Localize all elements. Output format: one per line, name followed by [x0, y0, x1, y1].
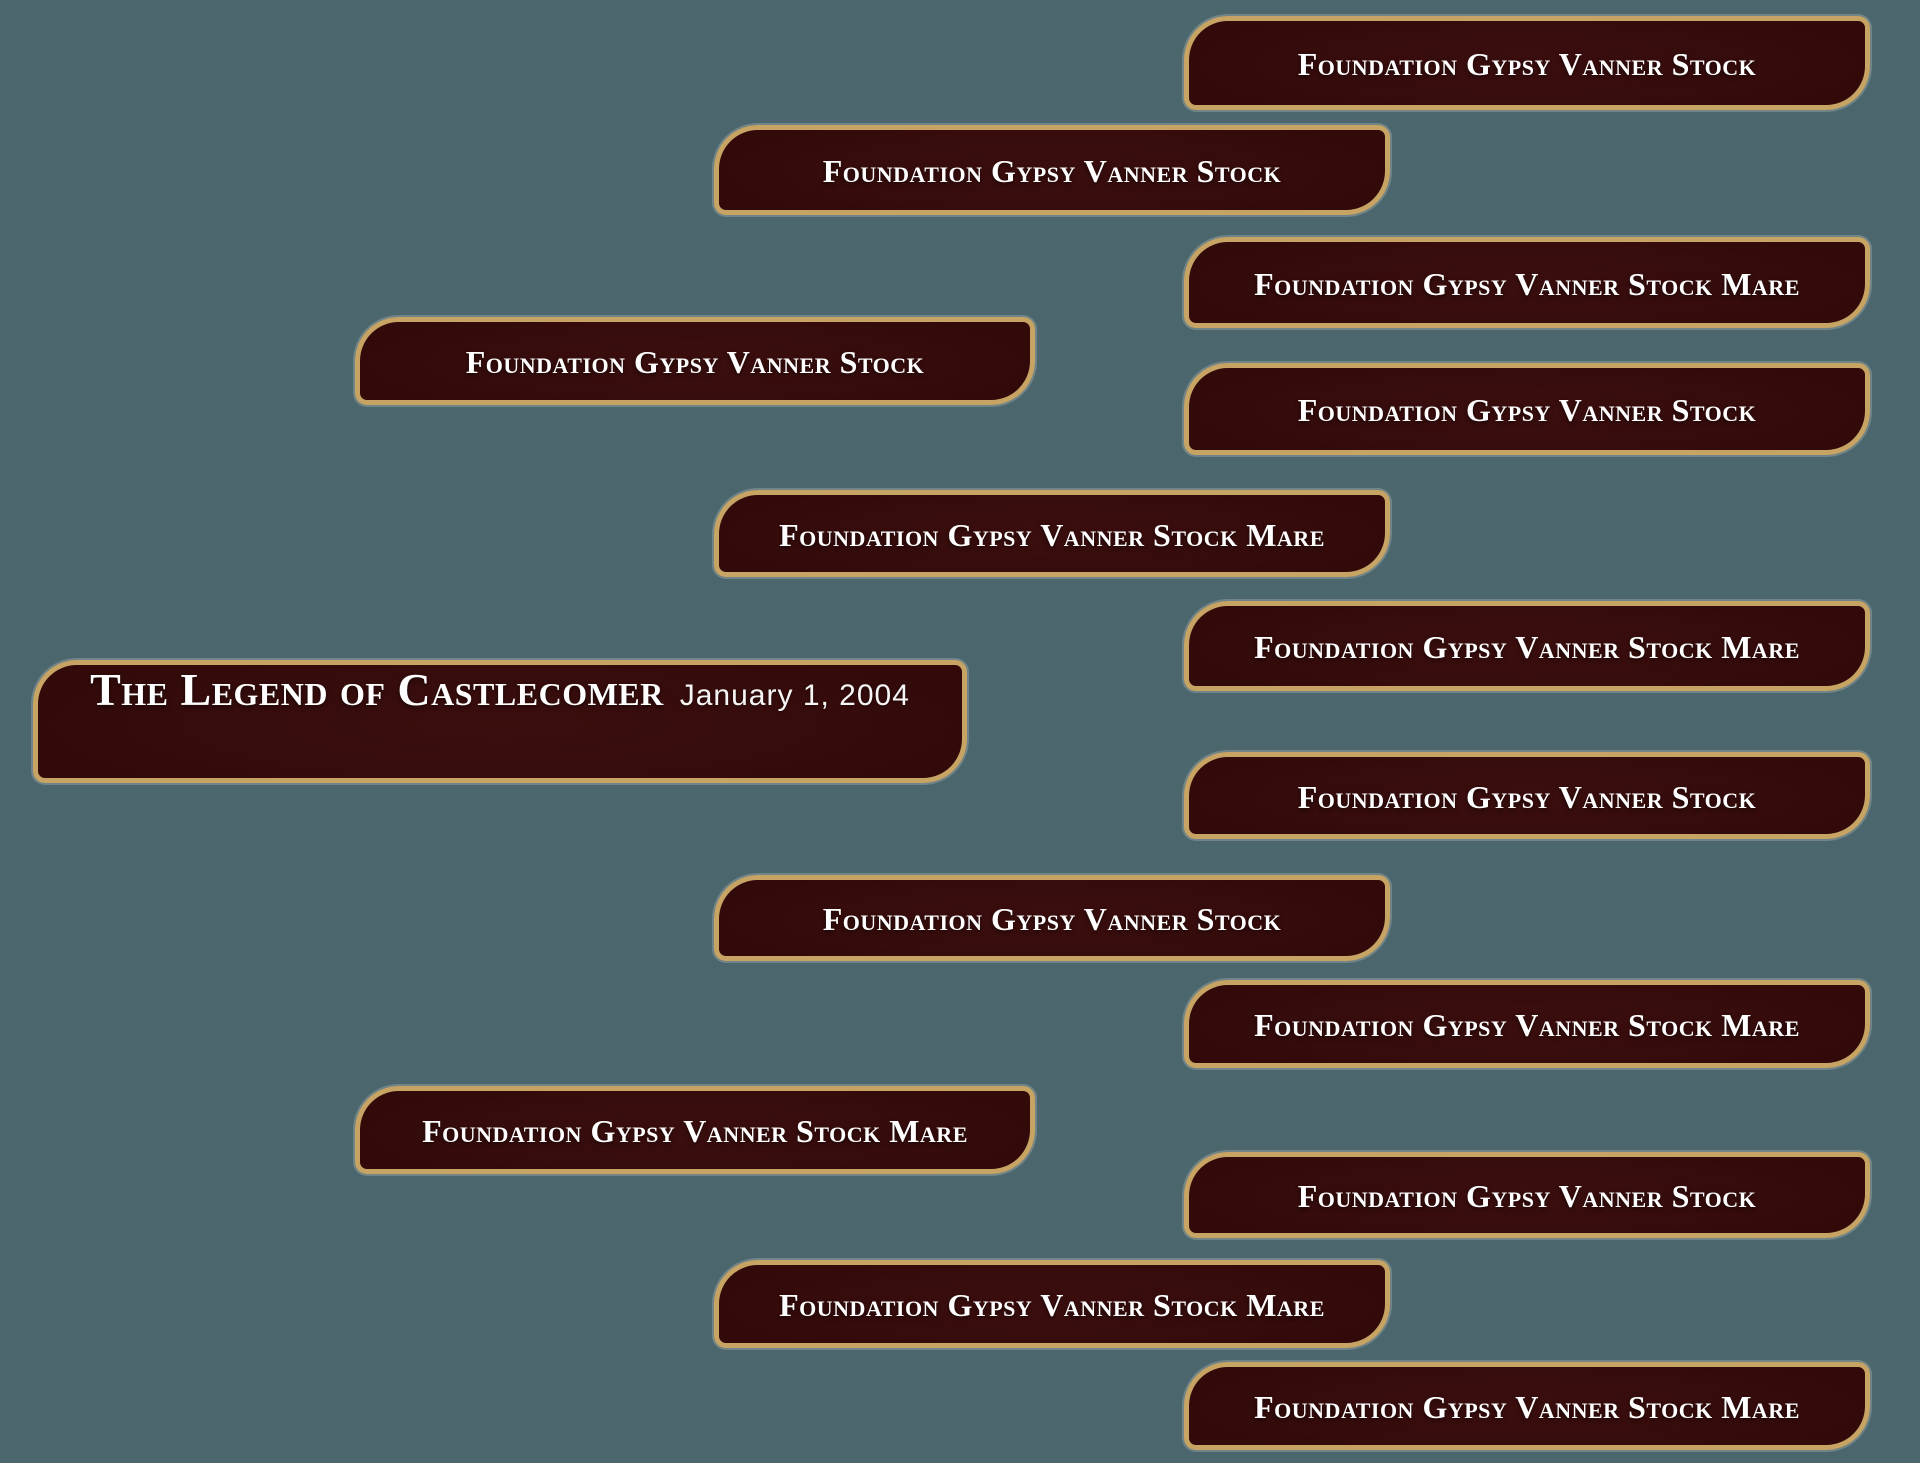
subject-name: The Legend of Castlecomer: [90, 664, 664, 715]
ancestor-node-label: Foundation Gypsy Vanner Stock Mare: [1254, 1007, 1800, 1043]
ancestor-node-label: Foundation Gypsy Vanner Stock Mare: [1254, 629, 1800, 665]
ancestor-node-gen1[interactable]: Foundation Gypsy Vanner Stock: [355, 317, 1035, 405]
ancestor-node-label: Foundation Gypsy Vanner Stock Mare: [779, 1287, 1325, 1323]
ancestor-node-gen3[interactable]: Foundation Gypsy Vanner Stock: [1184, 16, 1870, 110]
ancestor-node-label: Foundation Gypsy Vanner Stock: [822, 153, 1282, 189]
ancestor-node-gen2[interactable]: Foundation Gypsy Vanner Stock Mare: [714, 1260, 1390, 1348]
subject-node-content: The Legend of Castlecomer January 1, 200…: [90, 667, 910, 713]
ancestor-node-gen3[interactable]: Foundation Gypsy Vanner Stock Mare: [1184, 237, 1870, 328]
subject-node[interactable]: The Legend of Castlecomer January 1, 200…: [33, 660, 967, 783]
ancestor-node-gen2[interactable]: Foundation Gypsy Vanner Stock Mare: [714, 490, 1390, 577]
ancestor-node-gen2[interactable]: Foundation Gypsy Vanner Stock: [714, 875, 1390, 961]
ancestor-node-gen3[interactable]: Foundation Gypsy Vanner Stock Mare: [1184, 980, 1870, 1068]
ancestor-node-label: Foundation Gypsy Vanner Stock: [822, 901, 1282, 937]
subject-foaling-date: January 1, 2004: [679, 679, 910, 712]
ancestor-node-gen3[interactable]: Foundation Gypsy Vanner Stock Mare: [1184, 601, 1870, 691]
ancestor-node-gen3[interactable]: Foundation Gypsy Vanner Stock Mare: [1184, 1362, 1870, 1450]
ancestor-node-label: Foundation Gypsy Vanner Stock: [1297, 46, 1757, 82]
ancestor-node-gen1[interactable]: Foundation Gypsy Vanner Stock Mare: [355, 1086, 1035, 1174]
ancestor-node-label: Foundation Gypsy Vanner Stock Mare: [1254, 265, 1800, 302]
ancestor-node-label: Foundation Gypsy Vanner Stock: [1297, 1178, 1757, 1214]
ancestor-node-label: Foundation Gypsy Vanner Stock: [1297, 778, 1757, 815]
ancestor-node-gen3[interactable]: Foundation Gypsy Vanner Stock: [1184, 1152, 1870, 1238]
ancestor-node-label: Foundation Gypsy Vanner Stock: [1297, 392, 1757, 428]
ancestor-node-label: Foundation Gypsy Vanner Stock Mare: [779, 516, 1325, 553]
ancestor-node-gen3[interactable]: Foundation Gypsy Vanner Stock: [1184, 363, 1870, 455]
ancestor-node-label: Foundation Gypsy Vanner Stock Mare: [1254, 1389, 1800, 1425]
ancestor-node-label: Foundation Gypsy Vanner Stock Mare: [422, 1113, 968, 1149]
ancestor-node-label: Foundation Gypsy Vanner Stock: [465, 344, 925, 380]
ancestor-node-gen3[interactable]: Foundation Gypsy Vanner Stock: [1184, 752, 1870, 839]
ancestor-node-gen2[interactable]: Foundation Gypsy Vanner Stock: [714, 125, 1390, 215]
